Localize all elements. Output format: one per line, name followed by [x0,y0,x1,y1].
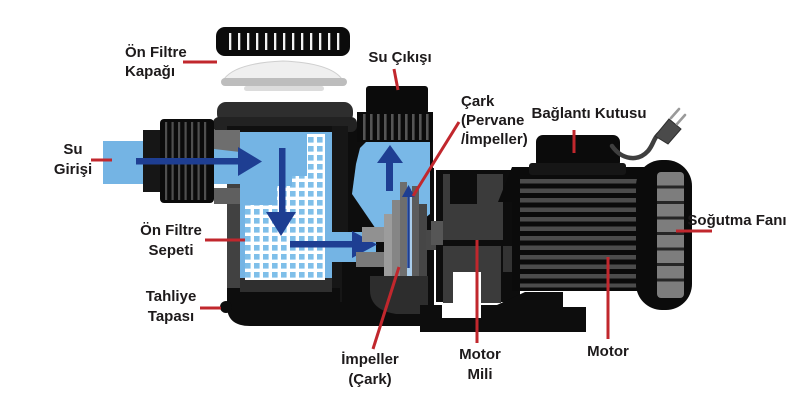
label-sogutma-fani: Soğutma Fanı [687,212,787,229]
flow-arrow-down-basket [266,148,296,236]
label-tahliye-tapasi: Tahliye Tapası [145,288,197,325]
leader-lines [91,60,712,350]
label-on-filtre-kapagi: Ön Filtre Kapağı [125,44,187,80]
leader-impeller [371,266,401,350]
connection-box [529,135,626,175]
flow-arrow-inlet [136,147,262,176]
label-on-filtre-sepeti: Ön Filtre Sepeti [140,222,202,259]
clear-lens-cover [221,60,347,91]
pump-base [420,292,586,332]
label-cark: Çark (Pervane /İmpeller) [461,93,528,148]
fan-cover [636,160,692,310]
label-motor-mili: Motor Mili [459,346,501,383]
water-outlet-port [357,86,433,142]
label-baglanti-kutusu: Bağlantı Kutusu [531,105,647,122]
label-motor: Motor [587,343,629,360]
flow-arrow-impeller [402,185,415,268]
label-impeller: İmpeller (Çark) [341,351,399,388]
flow-arrow-up-outlet [377,145,403,191]
leader-cark [411,121,461,197]
power-plug-icon [654,107,687,145]
label-su-cikisi: Su Çıkışı [368,49,432,66]
drain-plug [220,301,232,313]
pre-filter-lid [216,27,350,56]
power-cord [609,107,687,161]
flow-arrow-to-impeller [290,231,377,258]
motor-body [498,167,660,291]
leader-su-cikisi [392,68,400,91]
motor-cooling-fins [520,179,654,288]
label-su-girisi: Su Girişi [53,141,93,178]
